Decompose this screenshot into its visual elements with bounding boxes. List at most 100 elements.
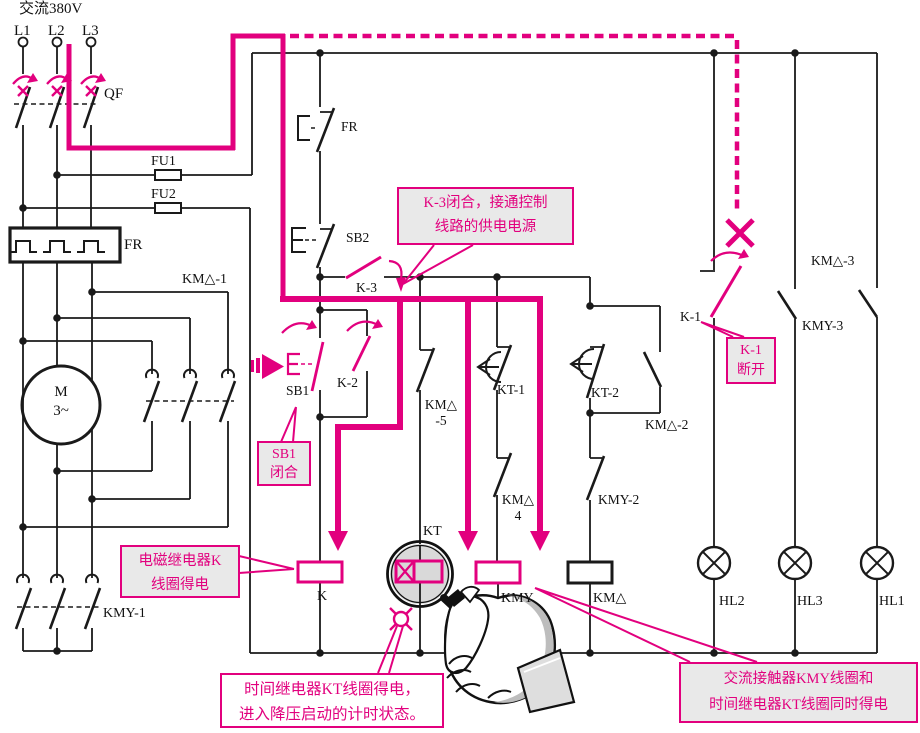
contact-label-km-delta-3: KM△-3	[811, 253, 855, 268]
broken-path-dashed	[290, 33, 755, 248]
contact-kmy-1	[14, 573, 102, 652]
callout-kcoil-line1: 电磁继电器K	[138, 553, 222, 569]
control-circuit-wires	[291, 53, 879, 653]
breaker-qf	[14, 86, 100, 129]
callout-k-coil: 电磁继电器K 线圈得电	[120, 545, 240, 598]
contact-label-kt1: KT-1	[497, 382, 526, 397]
callout-k3-line2: 线路的供电电源	[434, 219, 537, 235]
arrow-to-kmy-coil	[530, 531, 550, 551]
callout-kt-coil: 时间继电器KT线圈得电， 进入降压启动的计时状态。	[220, 673, 444, 728]
lamp-hl2	[696, 545, 732, 581]
coil-label-k: K	[317, 589, 328, 604]
terminal-l2	[51, 36, 63, 48]
coil-kt	[412, 559, 444, 584]
contact-label-k3: K-3	[356, 280, 377, 295]
lamp-hl1	[859, 545, 895, 581]
motor-phase: 3~	[53, 403, 69, 419]
contact-label-fr: FR	[341, 119, 358, 134]
callout-ktcoil-line1: 时间继电器KT线圈得电，	[244, 681, 420, 698]
callout-k1-open: K-1 断开	[726, 337, 776, 384]
action-arrowheads	[27, 73, 749, 379]
contact-k1-blade	[709, 265, 743, 318]
phase-label-l2: L2	[48, 23, 65, 39]
contact-label-km-delta-1: KM△-1	[182, 272, 227, 287]
callout-sb1-close: SB1 闭合	[257, 441, 311, 486]
fuse-label-fu2: FU2	[151, 187, 176, 202]
callout-kmy-kt: 交流接触器KMY线圈和 时间继电器KT线圈同时得电	[679, 662, 918, 723]
coil-label-kt: KT	[423, 524, 442, 539]
motor-label: M 3~	[36, 383, 86, 421]
arrow-to-k-coil	[328, 531, 348, 551]
fuse-fu2	[154, 202, 182, 214]
flow-arrowheads	[328, 531, 550, 551]
coil-label-kmy: KMY	[501, 591, 534, 606]
km-delta-5-line1: KM△	[424, 397, 458, 412]
lamp-hl3	[777, 545, 813, 581]
callout-k1-line2: 断开	[737, 363, 765, 378]
finger-lines	[446, 655, 512, 699]
callout-kmykt-line1: 交流接触器KMY线圈和	[723, 671, 874, 687]
lamp-label-hl1: HL1	[879, 594, 905, 609]
junction-dots	[19, 49, 799, 657]
km-delta-5-line2: -5	[435, 413, 447, 428]
magnifier-lens	[386, 540, 462, 615]
fuse-fu1	[154, 169, 182, 181]
contact-label-kmy-1: KMY-1	[103, 606, 146, 621]
coil-k	[296, 560, 344, 584]
callout-kcoil-line2: 线圈得电	[151, 577, 209, 593]
switching-contacts-highlight	[12, 75, 745, 392]
sb1-button-icon	[286, 352, 300, 376]
callout-sb1-line2: 闭合	[270, 466, 298, 481]
press-arrow-icon	[262, 354, 284, 379]
supply-voltage-label: 交流380V	[19, 1, 83, 17]
callout-k3-line1: K-3闭合，接通控制	[423, 195, 548, 211]
contact-km-delta-1	[23, 291, 237, 528]
terminal-l3	[85, 36, 97, 48]
contact-label-km-delta-2: KM△-2	[645, 417, 689, 432]
kt1-delay-icon	[478, 351, 502, 383]
phase-label-l3: L3	[82, 23, 99, 39]
contact-k3-blade	[345, 255, 382, 280]
kt2-delay-icon	[571, 348, 595, 380]
contact-label-k1: K-1	[680, 309, 701, 324]
contact-label-k2: K-2	[337, 375, 358, 390]
qf-trip-x-icons	[17, 85, 97, 97]
energized-path-highlight	[66, 33, 543, 533]
coil-label-km-delta: KM△	[593, 591, 627, 606]
power-circuit-wires	[8, 36, 895, 654]
cuff	[516, 648, 576, 714]
contact-label-sb1: SB1	[286, 383, 310, 398]
contact-k2-blade	[351, 335, 372, 372]
contact-label-sb2: SB2	[346, 230, 370, 245]
lamp-label-hl3: HL3	[797, 594, 823, 609]
callout-ktcoil-line2: 进入降压启动的计时状态。	[238, 706, 425, 723]
motor-letter: M	[54, 384, 68, 400]
coil-kmy	[474, 560, 522, 585]
contact-label-kmy-3: KMY-3	[802, 318, 844, 333]
contact-sb1-blade	[310, 341, 325, 392]
callout-pointers	[238, 244, 758, 674]
contact-label-kt2: KT-2	[591, 385, 620, 400]
arrow-to-kt-coil	[458, 531, 478, 551]
motor-symbol	[20, 364, 102, 446]
thermal-relay-fr-block	[8, 226, 122, 264]
callout-k1-line1: K-1	[740, 343, 762, 358]
coil-km-delta	[566, 560, 614, 585]
hand-illustration	[443, 585, 576, 714]
fuse-label-fu1: FU1	[151, 154, 176, 169]
break-x-icon	[725, 218, 755, 248]
contact-label-kmy-2: KMY-2	[598, 492, 640, 507]
callout-k3-close: K-3闭合，接通控制 线路的供电电源	[397, 187, 574, 245]
spark-marker-icon	[392, 610, 410, 628]
phase-label-l1: L1	[14, 23, 31, 39]
km-delta-4-line1: KM△	[501, 492, 535, 507]
contact-label-km-delta-4: KM△ 4	[492, 492, 544, 524]
breaker-label-qf: QF	[104, 86, 124, 102]
thermal-relay-label: FR	[124, 237, 143, 253]
callout-sb1-line1: SB1	[271, 447, 297, 462]
callout-kmykt-line2: 时间继电器KT线圈同时得电	[709, 697, 888, 713]
km-delta-4-line2: 4	[514, 508, 522, 523]
terminal-l1	[17, 36, 29, 48]
lamp-label-hl2: HL2	[719, 594, 745, 609]
